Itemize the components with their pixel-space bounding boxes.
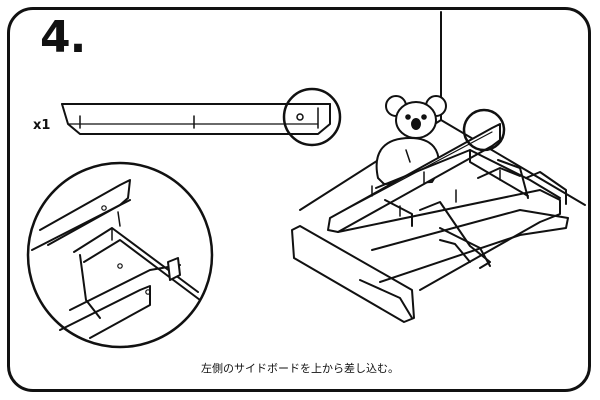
bed-frame-assembly: [292, 124, 568, 322]
step-number: 4.: [40, 12, 86, 63]
assembly-magnifier-circle: [464, 110, 504, 150]
side-board-part: [62, 104, 330, 134]
magnifier-circle: [284, 89, 340, 145]
instruction-caption: 左側のサイドボードを上から差し込む。: [201, 362, 399, 375]
quantity-label: x1: [33, 118, 51, 133]
zoom-detail-circle: [28, 163, 212, 347]
